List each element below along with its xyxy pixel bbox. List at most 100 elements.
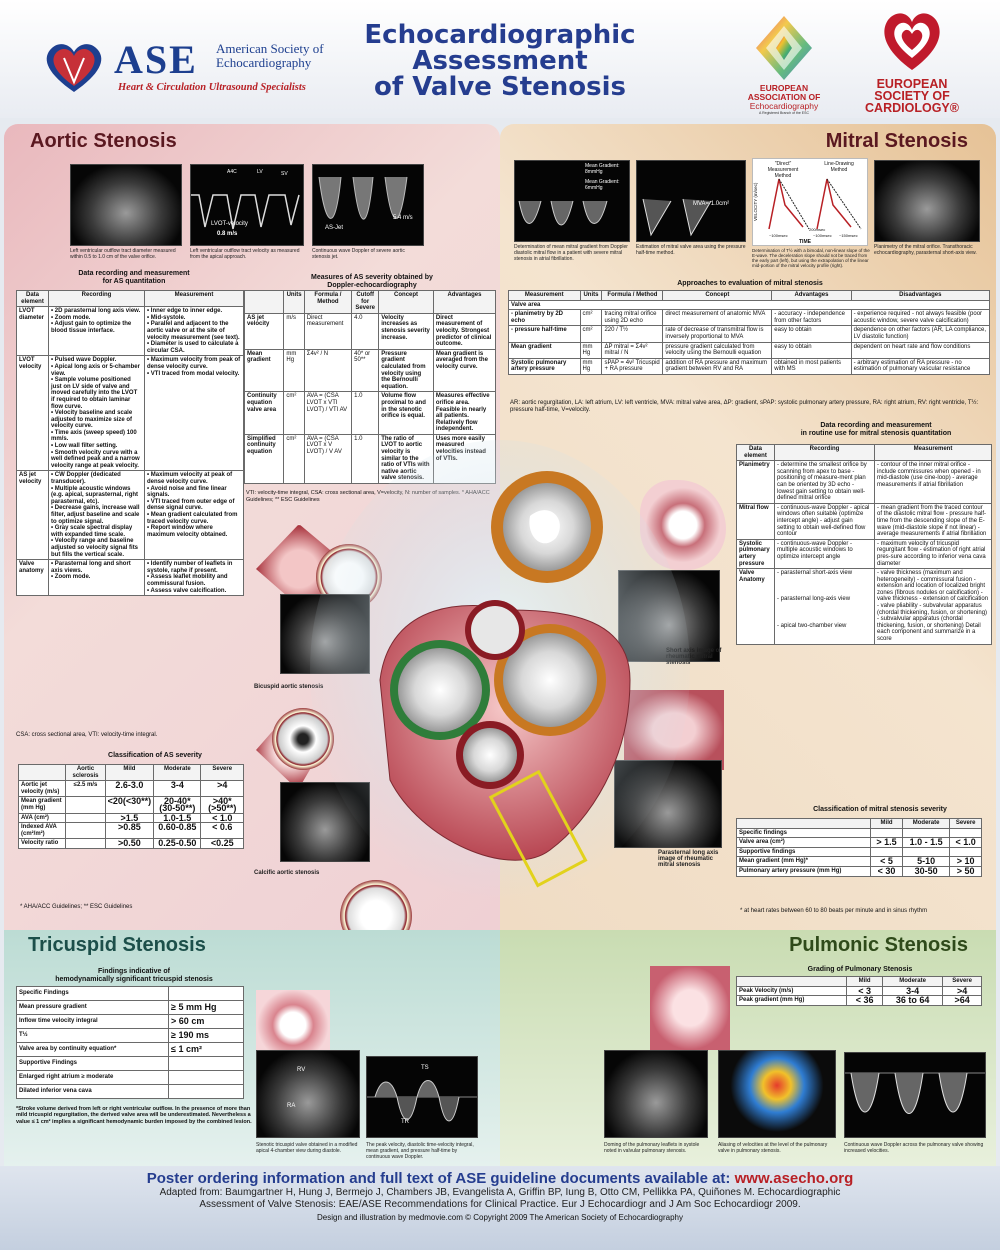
ase-name-line1: American Society of xyxy=(216,41,324,56)
table-cell: AVA (cm²) xyxy=(17,812,67,824)
ordering-info: Poster ordering information and full tex… xyxy=(0,1170,1000,1187)
list-item: Zoom mode. xyxy=(51,574,142,581)
finding-value xyxy=(168,986,244,1001)
table-cell: Aortic jet velocity (m/s) xyxy=(17,780,67,798)
table-cell: - arbitrary estimation of RA pressure - … xyxy=(850,357,991,375)
mitral-recording-table: Data element Recording Measurement Plani… xyxy=(736,443,992,645)
table-row: T½≥ 190 ms xyxy=(15,1028,244,1043)
pulmonic-valve-illustration xyxy=(650,966,730,1050)
measurement-cell: - contour of the inner mitral orifice - … xyxy=(874,460,992,504)
recording-cell: Parasternal long and short axis views.Zo… xyxy=(48,559,145,597)
mitral-caption-3: Determination of T½ with a bimodal, non-… xyxy=(752,248,870,268)
table-cell: 4.0 xyxy=(351,312,380,350)
recording-cell: - continuous-wave Doppler - apical windo… xyxy=(774,502,875,540)
list-item: Parallel and adjacent to the aortic valv… xyxy=(147,321,241,341)
as-measures-note: VTI: velocity-time integral, CSA: cross … xyxy=(246,490,490,503)
column-header: Moderate xyxy=(881,976,944,987)
table-cell: Peak gradient (mm Hg) xyxy=(735,995,848,1006)
table-row: Valve area xyxy=(508,299,990,311)
table-cell: m/s xyxy=(283,312,305,350)
section-row: Valve area xyxy=(508,299,990,311)
recording-cell: Pulsed wave Doppler.Apical long axis or … xyxy=(48,355,145,472)
table-cell: Direct measurement xyxy=(303,312,353,350)
finding-label: Inflow time velocity integral xyxy=(15,1014,170,1029)
finding-label: Valve area by continuity equation* xyxy=(15,1042,170,1057)
eae-logo[interactable]: EUROPEAN ASSOCIATION OF Echocardiography… xyxy=(738,14,830,115)
time-axis-label: TIME xyxy=(799,239,811,245)
table-cell: Peak Velocity (m/s) xyxy=(735,985,848,997)
column-header: Severe xyxy=(949,818,982,829)
eae-line2: ASSOCIATION OF xyxy=(747,92,821,102)
ra-label: RA xyxy=(287,1103,296,1109)
pulmonic-stenosis-panel: Pulmonic Stenosis Grading of Pulmonary S… xyxy=(500,930,996,1166)
esc-logo[interactable]: EUROPEAN SOCIETY OF CARDIOLOGY® xyxy=(856,8,968,115)
lvot-velocity-doppler-image: A4C LV SV LVOT-velocity 0.8 m/s xyxy=(190,164,304,246)
table-cell: obtained in most patients with MS xyxy=(771,357,852,375)
table-row: Mitral flow- continuous-wave Doppler - a… xyxy=(736,502,992,540)
ts-doppler-trace-icon xyxy=(367,1080,477,1122)
esc-line3: CARDIOLOGY® xyxy=(865,101,959,115)
table-cell: Pulmonary artery pressure (mm Hg) xyxy=(735,865,872,877)
table-cell: > 1.5 xyxy=(870,837,903,848)
tricuspid-caption-2: The peak velocity, diastolic time-veloci… xyxy=(366,1142,474,1160)
table-cell: 2.6-3.0 xyxy=(104,780,155,798)
table-cell: Velocity ratio xyxy=(17,838,67,849)
sev-meas-title-l2: Doppler-echocardiography xyxy=(327,282,417,289)
column-header: Severe xyxy=(200,763,244,782)
rv-label: RV xyxy=(297,1067,306,1073)
aortic-rec-title-l1: Data recording and measurement xyxy=(78,270,190,277)
mitral-caption-2: Estimation of mitral valve area using th… xyxy=(636,244,746,256)
table-row: Supportive Findings xyxy=(15,1056,244,1071)
measurement-cell: Identify number of leaflets in systole, … xyxy=(144,559,244,597)
bicuspid-label: Bicuspid aortic stenosis xyxy=(254,684,324,690)
mitral-gradient-doppler-image: Mean Gradient: 8mmHg Mean Gradient: 6mmH… xyxy=(514,160,630,242)
aortic-caption-3: Continuous wave Doppler of severe aortic… xyxy=(312,248,405,260)
list-item: Velocity baseline and scale adjusted to … xyxy=(51,410,142,430)
table-row: Valve anatomyParasternal long and short … xyxy=(16,559,244,597)
eae-name: EUROPEAN ASSOCIATION OF Echocardiography xyxy=(738,84,830,111)
aortic-recording-title: Data recording and measurement for AS qu… xyxy=(24,270,244,286)
column-header xyxy=(243,290,285,314)
row-element: LVOT velocity xyxy=(16,355,49,472)
list-item: 2D parasternal long axis view. xyxy=(51,308,142,315)
table-cell: Valve area (cm²) xyxy=(735,837,872,848)
table-cell: <0.25 xyxy=(200,838,244,849)
mean-gradient-2-label: Mean Gradient: 6mmHg xyxy=(585,179,620,191)
finding-value: > 60 cm xyxy=(168,1014,244,1029)
list-item: Mean gradient calculated from traced vel… xyxy=(147,512,241,525)
column-header: Measurement xyxy=(508,290,581,301)
measurement-cell: Maximum velocity from peak of dense velo… xyxy=(144,355,244,472)
table-cell: ΔP mitral = Σ4v² mitral / N xyxy=(601,341,664,359)
asecho-link[interactable]: www.asecho.org xyxy=(734,1170,854,1187)
velocity-axis-label: VELOCITY (m/sec) xyxy=(753,182,758,221)
list-item: Mid-systole. xyxy=(147,315,241,322)
table-row: Enlarged right atrium ≥ moderate xyxy=(15,1070,244,1085)
mitral-caption-1: Determination of mean mitral gradient fr… xyxy=(514,244,628,262)
ase-logo[interactable]: ASE American Society of Echocardiography… xyxy=(38,37,358,98)
tricuspid-valve-illustration xyxy=(256,990,330,1060)
esc-heart-icon xyxy=(884,13,940,71)
mitral-approaches-title: Approaches to evaluation of mitral steno… xyxy=(677,280,823,287)
as-jet-trace-icon xyxy=(318,176,408,220)
column-header: Concept xyxy=(662,290,773,301)
column-header: Units xyxy=(579,290,603,301)
sev-meas-title-l1: Measures of AS severity obtained by xyxy=(311,274,433,281)
line-drawing-label: Line-Drawing Method xyxy=(824,161,854,173)
t3-label: ~100msec xyxy=(813,233,832,238)
parasternal-label: Parasternal long axis image of rheumatic… xyxy=(658,850,719,868)
list-item: Report window where maximum velocity obt… xyxy=(147,525,241,538)
table-cell: mm Hg xyxy=(579,341,603,359)
lvot-diameter-echo-image xyxy=(70,164,182,246)
tricuspid-note: *Stroke volume derived from left or righ… xyxy=(16,1106,252,1125)
pulmonic-caption-3: Continuous wave Doppler across the pulmo… xyxy=(844,1142,984,1154)
eae-line1: EUROPEAN xyxy=(759,83,809,93)
table-cell: >64 xyxy=(942,995,982,1006)
ts-find-title-l2: hemodynamically significant tricuspid st… xyxy=(55,976,213,983)
heart-logo-icon xyxy=(46,44,102,92)
table-row: Specific findings xyxy=(735,827,982,839)
table-row: Supportive findings xyxy=(735,846,982,858)
list-item: Gray scale spectral display with expande… xyxy=(51,525,142,538)
